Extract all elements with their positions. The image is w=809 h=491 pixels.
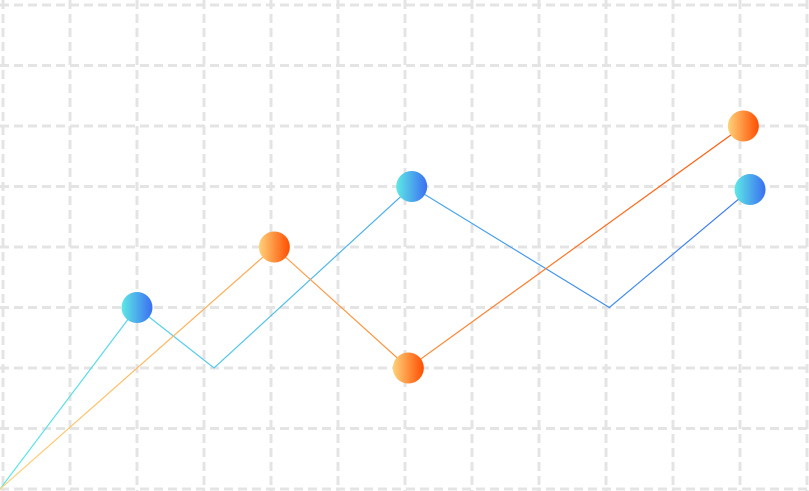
data-point-blue[interactable]	[121, 292, 153, 323]
series-line-orange	[0, 125, 744, 490]
series-markers	[121, 110, 766, 384]
data-point-orange[interactable]	[392, 352, 424, 384]
data-point-blue[interactable]	[734, 174, 766, 206]
series-line-blue	[0, 185, 751, 490]
data-point-orange[interactable]	[258, 231, 290, 263]
series-lines	[0, 125, 751, 490]
data-point-orange[interactable]	[727, 110, 759, 142]
data-point-blue[interactable]	[396, 171, 428, 202]
